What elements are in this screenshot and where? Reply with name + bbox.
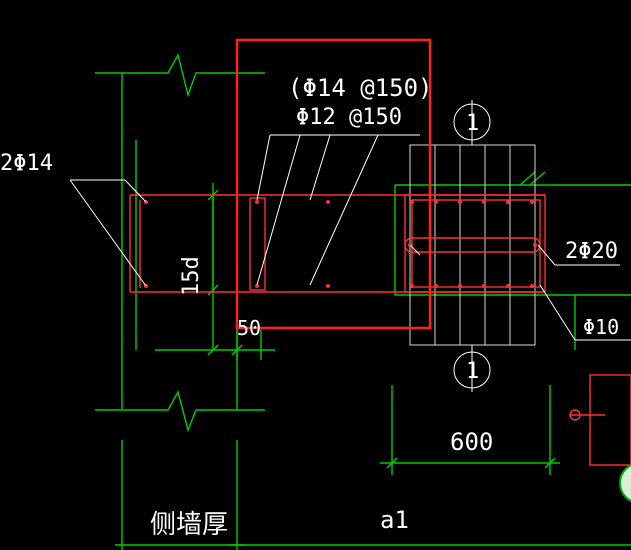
label-rebar-left: 2Φ14 (0, 151, 53, 176)
cursor-glyph (619, 464, 631, 502)
label-section-bottom: 1 (466, 359, 479, 384)
label-rebar-top-bracket: (Φ14 @150) (288, 74, 433, 102)
label-rebar-right-pair: 2Φ20 (565, 239, 618, 264)
label-a1-dim: a1 (380, 506, 409, 534)
label-rebar-top: Φ12 @150 (296, 105, 402, 130)
wall-outline-lines (95, 53, 631, 550)
label-side-wall-thickness: 侧墙厚 (150, 510, 228, 540)
leader-lines (69, 100, 631, 392)
label-anchor-length: 15d (179, 256, 204, 296)
selection-rectangle[interactable] (235, 38, 432, 330)
label-offset: 50 (237, 316, 261, 340)
label-width-dim: 600 (450, 428, 493, 456)
rebar-lines (129, 194, 631, 466)
label-section-top: 1 (466, 111, 479, 136)
label-stirrup: Φ10 @ (583, 315, 631, 339)
